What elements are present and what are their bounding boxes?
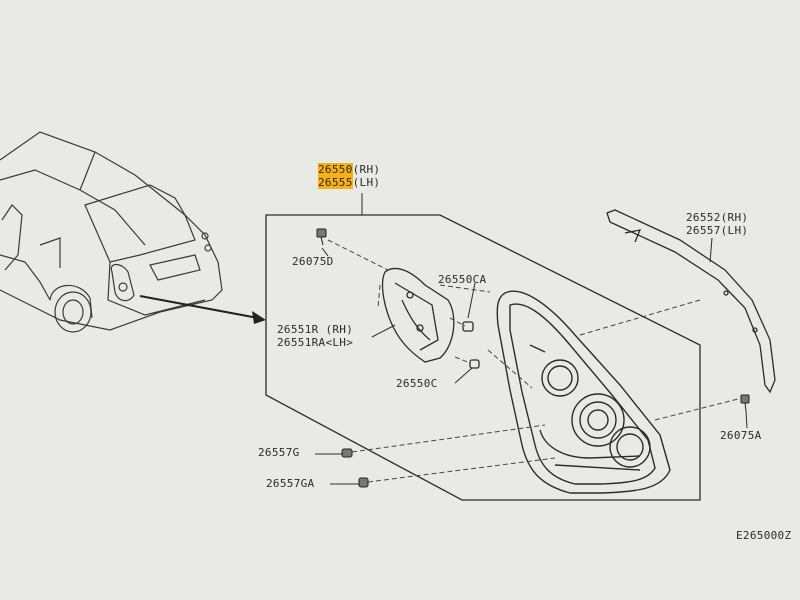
- label-socket-lh: 26551RA<LH>: [277, 336, 354, 349]
- label-grommet-ga: 26557GA: [266, 477, 315, 490]
- label-leaders: [315, 237, 748, 485]
- label-screw-right: 26075A: [720, 429, 762, 442]
- main-part-lh-label: 26555(LH): [318, 176, 381, 189]
- label-screw-top: 26075D: [292, 255, 334, 268]
- label-bulb-upper: 26550CA: [438, 273, 487, 286]
- highlighted-part-number: 26550: [318, 163, 353, 176]
- assembly-dashed-lines: [327, 239, 743, 483]
- assembly-outline: [265, 214, 701, 501]
- label-gasket-rh: 26552(RH): [686, 211, 749, 224]
- rh-suffix: (RH): [352, 163, 381, 176]
- car-illustration: [0, 131, 223, 333]
- drawing-id: E265000Z: [736, 529, 792, 542]
- lh-suffix: (LH): [352, 176, 381, 189]
- tail-lamp-housing: [496, 290, 671, 494]
- label-socket-rh: 26551R (RH): [277, 323, 354, 336]
- bulb-socket: [381, 267, 480, 369]
- pointer-arrow: [139, 295, 266, 324]
- main-part-rh-label: 26550(RH): [318, 163, 381, 176]
- label-grommet-g: 26557G: [258, 446, 300, 459]
- highlighted-part-number-lh: 26555: [318, 176, 353, 189]
- fasteners: [316, 228, 750, 488]
- gasket-strip: [606, 209, 776, 394]
- label-bulb-lower: 26550C: [396, 377, 438, 390]
- label-gasket-lh: 26557(LH): [686, 224, 749, 237]
